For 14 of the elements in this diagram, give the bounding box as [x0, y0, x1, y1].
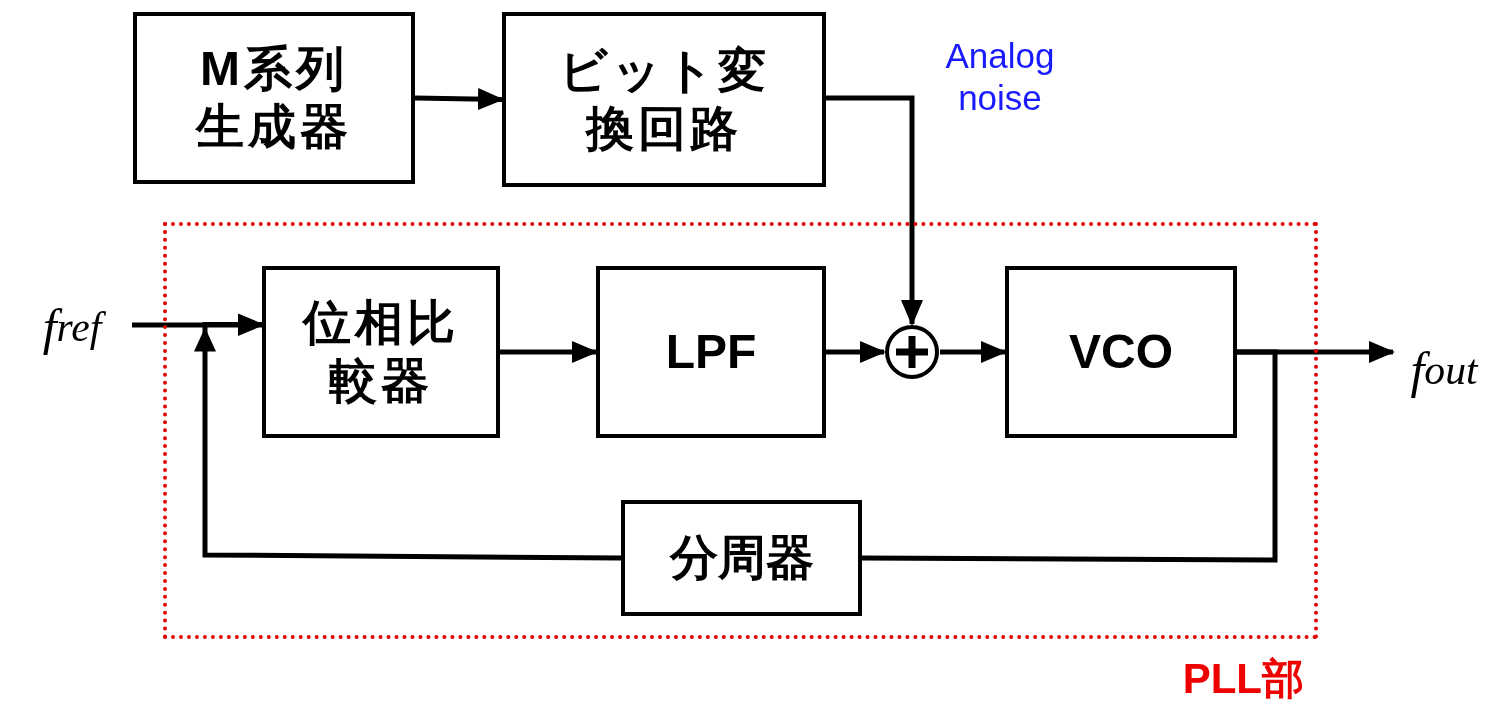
connector-line [862, 349, 1278, 563]
arrow [940, 341, 1007, 363]
group-heading: PLL部 [1182, 654, 1304, 702]
summing-junction [884, 324, 940, 380]
process-box: 位相比較器 [262, 266, 500, 438]
arrow [826, 341, 886, 363]
arrow [826, 95, 923, 326]
process-box: VCO [1005, 266, 1237, 438]
process-box: LPF [596, 266, 826, 438]
arrow [414, 88, 504, 111]
process-box: M系列生成器 [133, 12, 415, 184]
arrow [500, 341, 598, 363]
process-box: 分周器 [621, 500, 862, 616]
process-box: ビット変換回路 [502, 12, 826, 187]
